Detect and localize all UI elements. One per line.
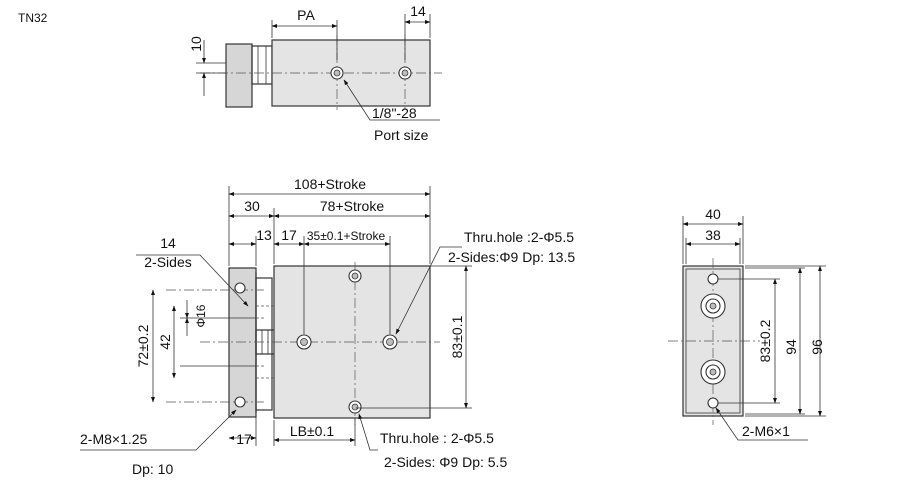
dim-17-bottom: 17 bbox=[236, 431, 252, 447]
dim-body: 78+Stroke bbox=[320, 198, 384, 214]
thru-hole-top-line2: 2-Sides:Φ9 Dp: 13.5 bbox=[448, 249, 575, 265]
dim-30: 30 bbox=[244, 198, 260, 214]
dim-94: 94 bbox=[783, 339, 799, 355]
dim-72: 72±0.2 bbox=[135, 324, 151, 367]
top-view: PA 14 10 1/8"-28 Port size bbox=[188, 3, 442, 143]
thru-hole-bottom-line2: 2-Sides: Φ9 Dp: 5.5 bbox=[384, 454, 507, 470]
top-rod-block bbox=[251, 45, 273, 85]
front-rod-section bbox=[255, 277, 273, 411]
dim-13: 13 bbox=[256, 227, 272, 243]
top-dim-10: 10 bbox=[188, 36, 204, 52]
thread-dp-label: Dp: 10 bbox=[132, 461, 173, 477]
port-size-label: Port size bbox=[374, 127, 429, 143]
label-2-sides: 2-Sides bbox=[144, 254, 191, 270]
dim-96: 96 bbox=[809, 339, 825, 355]
dim-38: 38 bbox=[705, 227, 721, 243]
dim-83-front: 83±0.1 bbox=[449, 315, 465, 358]
thread-m6-label: 2-M6×1 bbox=[742, 423, 790, 439]
port-thread-label: 1/8"-28 bbox=[372, 105, 417, 121]
dim-83-side: 83±0.2 bbox=[757, 319, 773, 362]
side-view: 40 38 83±0.2 94 96 2-M6×1 bbox=[668, 206, 826, 441]
dim-lb: LB±0.1 bbox=[290, 423, 334, 439]
dim-overall: 108+Stroke bbox=[294, 176, 366, 192]
side-thread-hole-2 bbox=[707, 397, 719, 409]
top-dim-14: 14 bbox=[410, 3, 426, 19]
dim-35: 35±0.1+Stroke bbox=[307, 229, 386, 243]
model-label: TN32 bbox=[18, 11, 48, 25]
front-view: 108+Stroke 30 78+Stroke 13 17 35±0.1+Str… bbox=[80, 176, 575, 477]
dim-phi16: Φ16 bbox=[194, 304, 208, 327]
front-mount-hole-1 bbox=[234, 282, 246, 294]
side-thread-hole-1 bbox=[707, 273, 719, 285]
thru-hole-bottom-line1: Thru.hole : 2-Φ5.5 bbox=[380, 430, 494, 446]
top-end-plate bbox=[225, 43, 253, 108]
thread-m8-label: 2-M8×1.25 bbox=[80, 431, 148, 447]
dim-14-sides: 14 bbox=[160, 235, 176, 251]
thru-hole-top-line1: Thru.hole :2-Φ5.5 bbox=[464, 229, 574, 245]
dim-40: 40 bbox=[705, 206, 721, 222]
top-dim-pa: PA bbox=[297, 7, 315, 23]
front-mount-hole-2 bbox=[234, 396, 246, 408]
dim-42: 42 bbox=[157, 334, 173, 350]
front-end-plate bbox=[228, 267, 257, 418]
dim-17-top: 17 bbox=[281, 227, 297, 243]
